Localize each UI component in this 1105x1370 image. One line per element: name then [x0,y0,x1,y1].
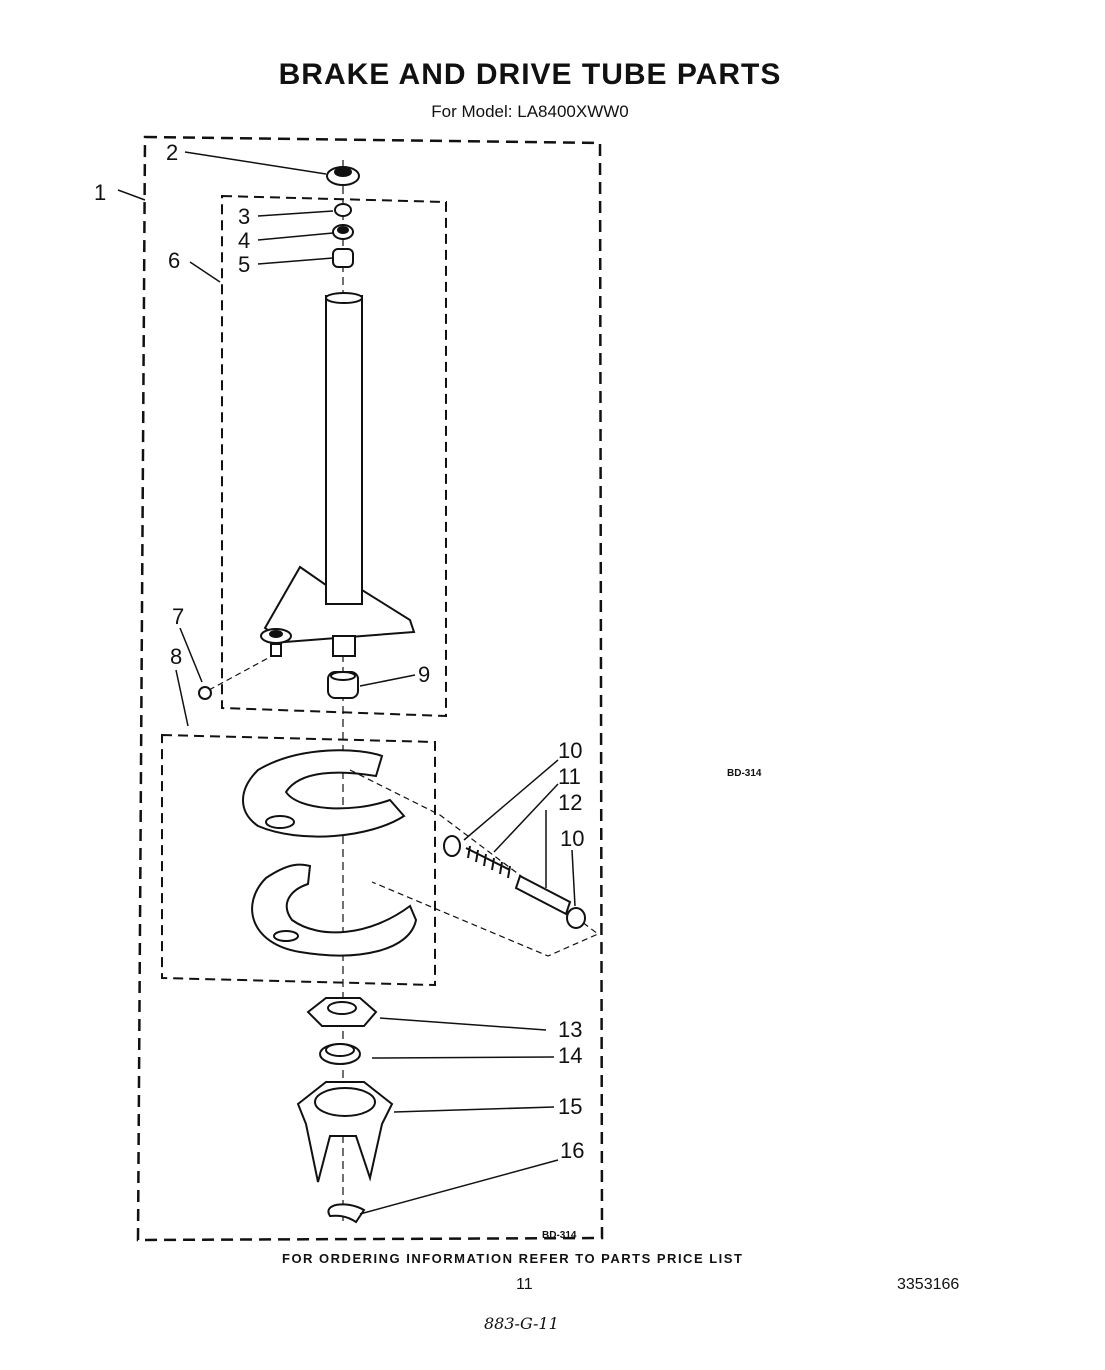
callout-15: 15 [558,1094,582,1119]
drawing-code-right: BD-314 [727,768,762,779]
callout-10a: 10 [558,738,582,763]
part-15-shape [296,1081,394,1183]
callout-11: 11 [558,764,581,789]
model-subtitle: For Model: LA8400XWW0 [431,102,629,121]
part-2-shape [326,166,360,186]
part-4-shape [332,224,354,240]
part-13-shape [306,997,378,1027]
part-16-shape [327,1203,366,1224]
callout-9: 9 [418,662,430,687]
drawing-code-bottom: BD-314 [542,1230,577,1241]
callout-16: 16 [560,1138,584,1163]
part-12-pin-shape [514,874,572,916]
page-title: BRAKE AND DRIVE TUBE PARTS [278,58,782,91]
document-number: 3353166 [897,1276,960,1293]
callout-1: 1 [94,180,106,205]
drive-tube-shape [260,292,416,657]
callout-4: 4 [238,228,250,253]
callout-13: 13 [558,1017,582,1042]
part-14-shape [319,1043,361,1065]
callout-3: 3 [238,204,250,229]
part-7-shape [198,686,212,700]
part-11-spring-shape [465,845,511,879]
callout-8: 8 [170,644,182,669]
callout-14: 14 [558,1043,582,1068]
callout-2: 2 [166,140,178,165]
part-10-washer-shape [443,835,461,857]
part-3-shape [334,203,352,217]
callout-10b: 10 [560,826,584,851]
handwritten-note: 883-G-11 [484,1314,559,1333]
assembly-1-boundary [136,135,604,1242]
ordering-footer: FOR ORDERING INFORMATION REFER TO PARTS … [282,1251,744,1266]
callout-7: 7 [172,604,184,629]
part-10b-washer-shape [566,907,586,929]
assembly-6-boundary [221,194,447,718]
page-number: 11 [516,1276,533,1293]
assembly-8-boundary [161,733,436,987]
callout-12: 12 [558,790,582,815]
upper-brake-shoe-shape [242,749,406,838]
part-5-shape [332,248,354,268]
part-9-shape [327,671,359,699]
lower-brake-shoe-shape [251,863,418,957]
callout-5: 5 [238,252,250,277]
callout-6: 6 [168,248,180,273]
